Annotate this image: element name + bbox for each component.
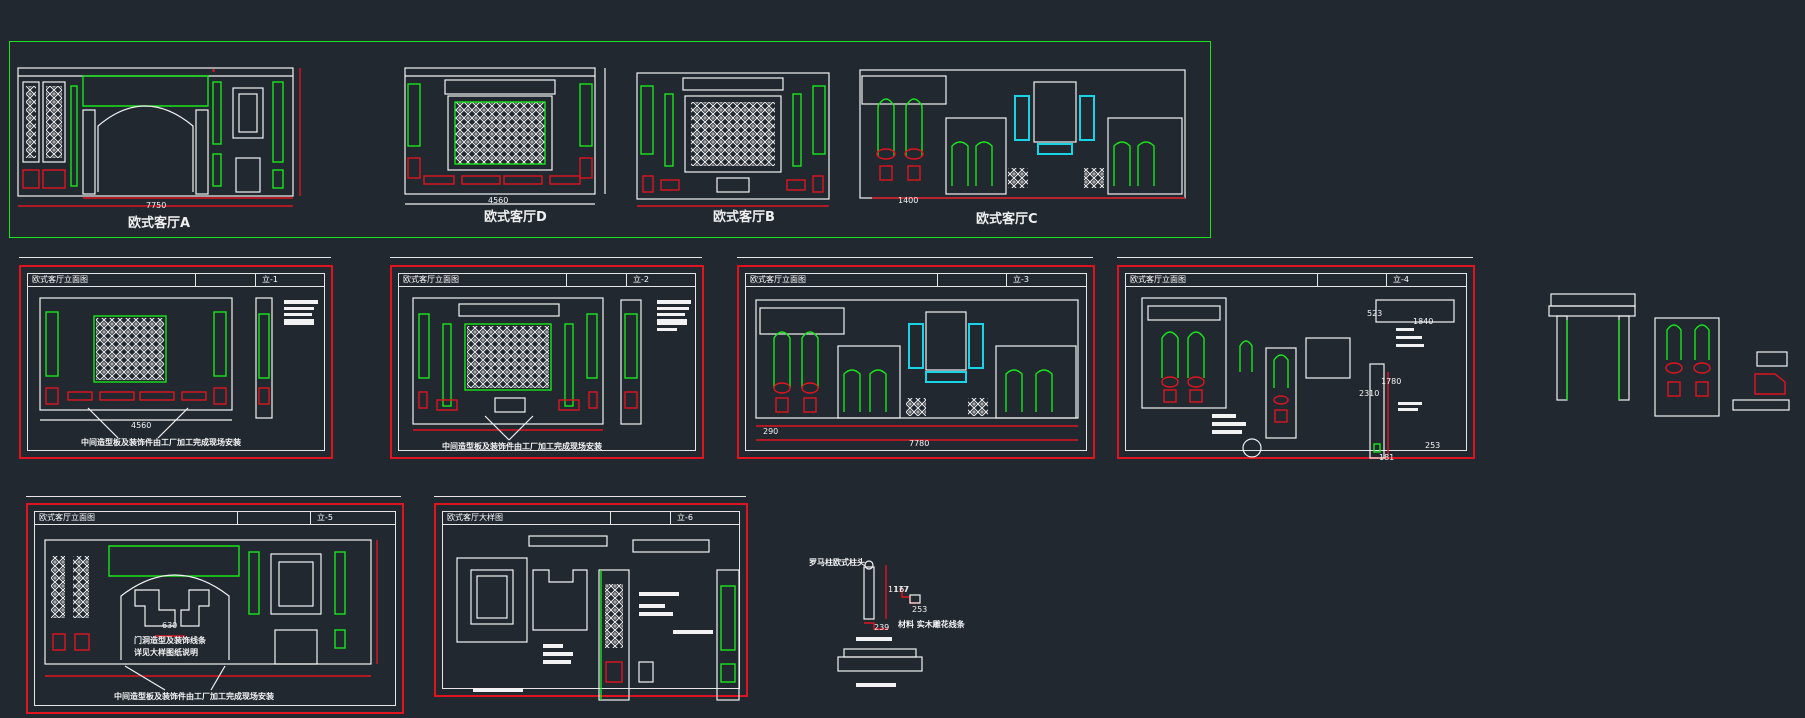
elevation-b-label: 欧式客厅B: [713, 210, 775, 225]
sheet-4-drawing: [1141, 297, 1455, 459]
sheet-4-number: 立-4: [1393, 275, 1409, 284]
column-detail-dim-height: 1177: [888, 585, 909, 594]
sheet-2-number: 立-2: [632, 275, 649, 284]
loose-drawings[interactable]: [1545, 290, 1805, 430]
sheet-2[interactable]: 欧式客厅立面图 立-2: [390, 265, 704, 459]
elevation-a-label: 欧式客厅A: [128, 216, 191, 231]
elevation-b[interactable]: 欧式客厅B: [636, 66, 837, 226]
column-detail-svg: [837, 560, 923, 687]
sheet-1-drawing: [39, 297, 318, 439]
sheet-5[interactable]: 欧式客厅立面图 立-5 630 门洞造型及装饰线条: [26, 503, 404, 714]
elevation-b-drawing: [636, 72, 830, 207]
sheet-2-inner: 欧式客厅立面图 立-2: [398, 273, 696, 451]
sheet-5-title: 欧式客厅立面图: [35, 512, 238, 524]
elevation-a-dim-total: 7750: [146, 201, 167, 210]
sheet-4-dim-height: 2310: [1359, 389, 1380, 398]
sheet-2-outer: [390, 257, 702, 258]
sheet-3-inner: 欧式客厅立面图 立-3: [745, 273, 1087, 451]
sheet-4-title: 欧式客厅立面图: [1126, 274, 1318, 286]
sheet-5-outer: [26, 496, 401, 497]
sheet-4-outer: [1117, 257, 1473, 258]
sheet-4[interactable]: 欧式客厅立面图 立-4: [1117, 265, 1475, 462]
elevation-c-drawing: [859, 69, 1186, 199]
sheet-6-outer: [434, 496, 746, 497]
sheet-2-drawing: [412, 297, 691, 441]
sheet-3-dim-total: 7780: [909, 439, 930, 448]
sheet-1-dim-width: 4560: [131, 421, 152, 430]
elevation-c[interactable]: 1400 欧式客厅C: [858, 66, 1188, 227]
sheet-4-title-block: 欧式客厅立面图 立-4: [1126, 274, 1466, 287]
sheet-2-title-block: 欧式客厅立面图 立-2: [399, 274, 695, 287]
column-detail-dim-step: 167: [894, 585, 910, 594]
sheet-3-outer: [737, 257, 1093, 258]
sheet-5-arch-note-2: 详见大样图纸说明: [134, 648, 198, 657]
column-detail-dim-base: 239: [874, 623, 890, 632]
sheet-3-drawing: [755, 299, 1079, 441]
sheet-3-number: 立-3: [1013, 275, 1029, 284]
sheet-6-title-block: 欧式客厅大样图 立-6: [443, 512, 739, 525]
sheet-6-number: 立-6: [676, 513, 693, 522]
top-row-frame: [9, 41, 1211, 238]
sheet-1-number: 立-1: [261, 275, 278, 284]
sheet-1-outer: [19, 257, 331, 258]
column-detail[interactable]: 罗马柱欧式柱头 1177 239 167 253 材料 实木雕花线条: [806, 555, 966, 695]
sheet-5-inner: 欧式客厅立面图 立-5: [34, 511, 396, 706]
elevation-a-drawing: [17, 67, 301, 207]
elevation-c-label: 欧式客厅C: [976, 212, 1038, 227]
sheet-5-number: 立-5: [317, 513, 333, 522]
sheet-3[interactable]: 欧式客厅立面图 立-3 2: [737, 265, 1095, 459]
sheet-4-dim-base: 181: [1379, 453, 1395, 462]
elevation-d-dim-width: 4560: [488, 196, 509, 205]
column-detail-title: 罗马柱欧式柱头: [809, 558, 865, 567]
sheet-5-note: 中间造型板及装饰件由工厂加工完成现场安装: [114, 692, 274, 701]
sheet-4-dim-mantel-height: 523: [1367, 309, 1383, 318]
sheet-2-title: 欧式客厅立面图: [399, 274, 567, 286]
sheet-1[interactable]: 欧式客厅立面图 立-1 4560 中: [19, 265, 333, 459]
sheet-2-note: 中间造型板及装饰件由工厂加工完成现场安装: [442, 442, 602, 451]
loose-drawings-svg: [1548, 293, 1790, 417]
column-detail-dim-profile: 253: [912, 605, 928, 614]
sheet-3-dim-left: 290: [763, 427, 779, 436]
sheet-6-drawing: [456, 535, 740, 701]
sheet-4-dim-inner: 1780: [1381, 377, 1402, 386]
sheet-5-title-block: 欧式客厅立面图 立-5: [35, 512, 395, 525]
elevation-d-label: 欧式客厅D: [484, 210, 547, 225]
sheet-1-inner: 欧式客厅立面图 立-1: [27, 273, 325, 451]
sheet-3-title: 欧式客厅立面图: [746, 274, 938, 286]
sheet-6[interactable]: 欧式客厅大样图 立-6: [434, 503, 748, 701]
elevation-a[interactable]: 7750 欧式客厅A: [17, 66, 358, 231]
sheet-1-title-block: 欧式客厅立面图 立-1: [28, 274, 324, 287]
sheet-4-dim-profile: 253: [1425, 441, 1441, 450]
sheet-5-drawing: [44, 539, 378, 691]
sheet-6-inner: 欧式客厅大样图 立-6: [442, 511, 740, 701]
sheet-3-title-block: 欧式客厅立面图 立-3: [746, 274, 1086, 287]
sheet-4-dim-mantel-width: 1840: [1413, 317, 1434, 326]
sheet-6-title: 欧式客厅大样图: [443, 512, 611, 524]
elevation-d[interactable]: 4560 欧式客厅D: [400, 66, 620, 226]
elevation-d-drawing: [404, 67, 606, 205]
sheet-1-note: 中间造型板及装饰件由工厂加工完成现场安装: [81, 438, 241, 447]
sheet-1-title: 欧式客厅立面图: [28, 274, 196, 286]
elevation-c-dim-segment: 1400: [898, 196, 919, 205]
column-detail-note: 材料 实木雕花线条: [898, 620, 965, 629]
sheet-5-arch-note-1: 门洞造型及装饰线条: [134, 636, 206, 645]
sheet-4-inner: 欧式客厅立面图 立-4: [1125, 273, 1467, 459]
sheet-5-dim-arch: 630: [162, 621, 178, 630]
